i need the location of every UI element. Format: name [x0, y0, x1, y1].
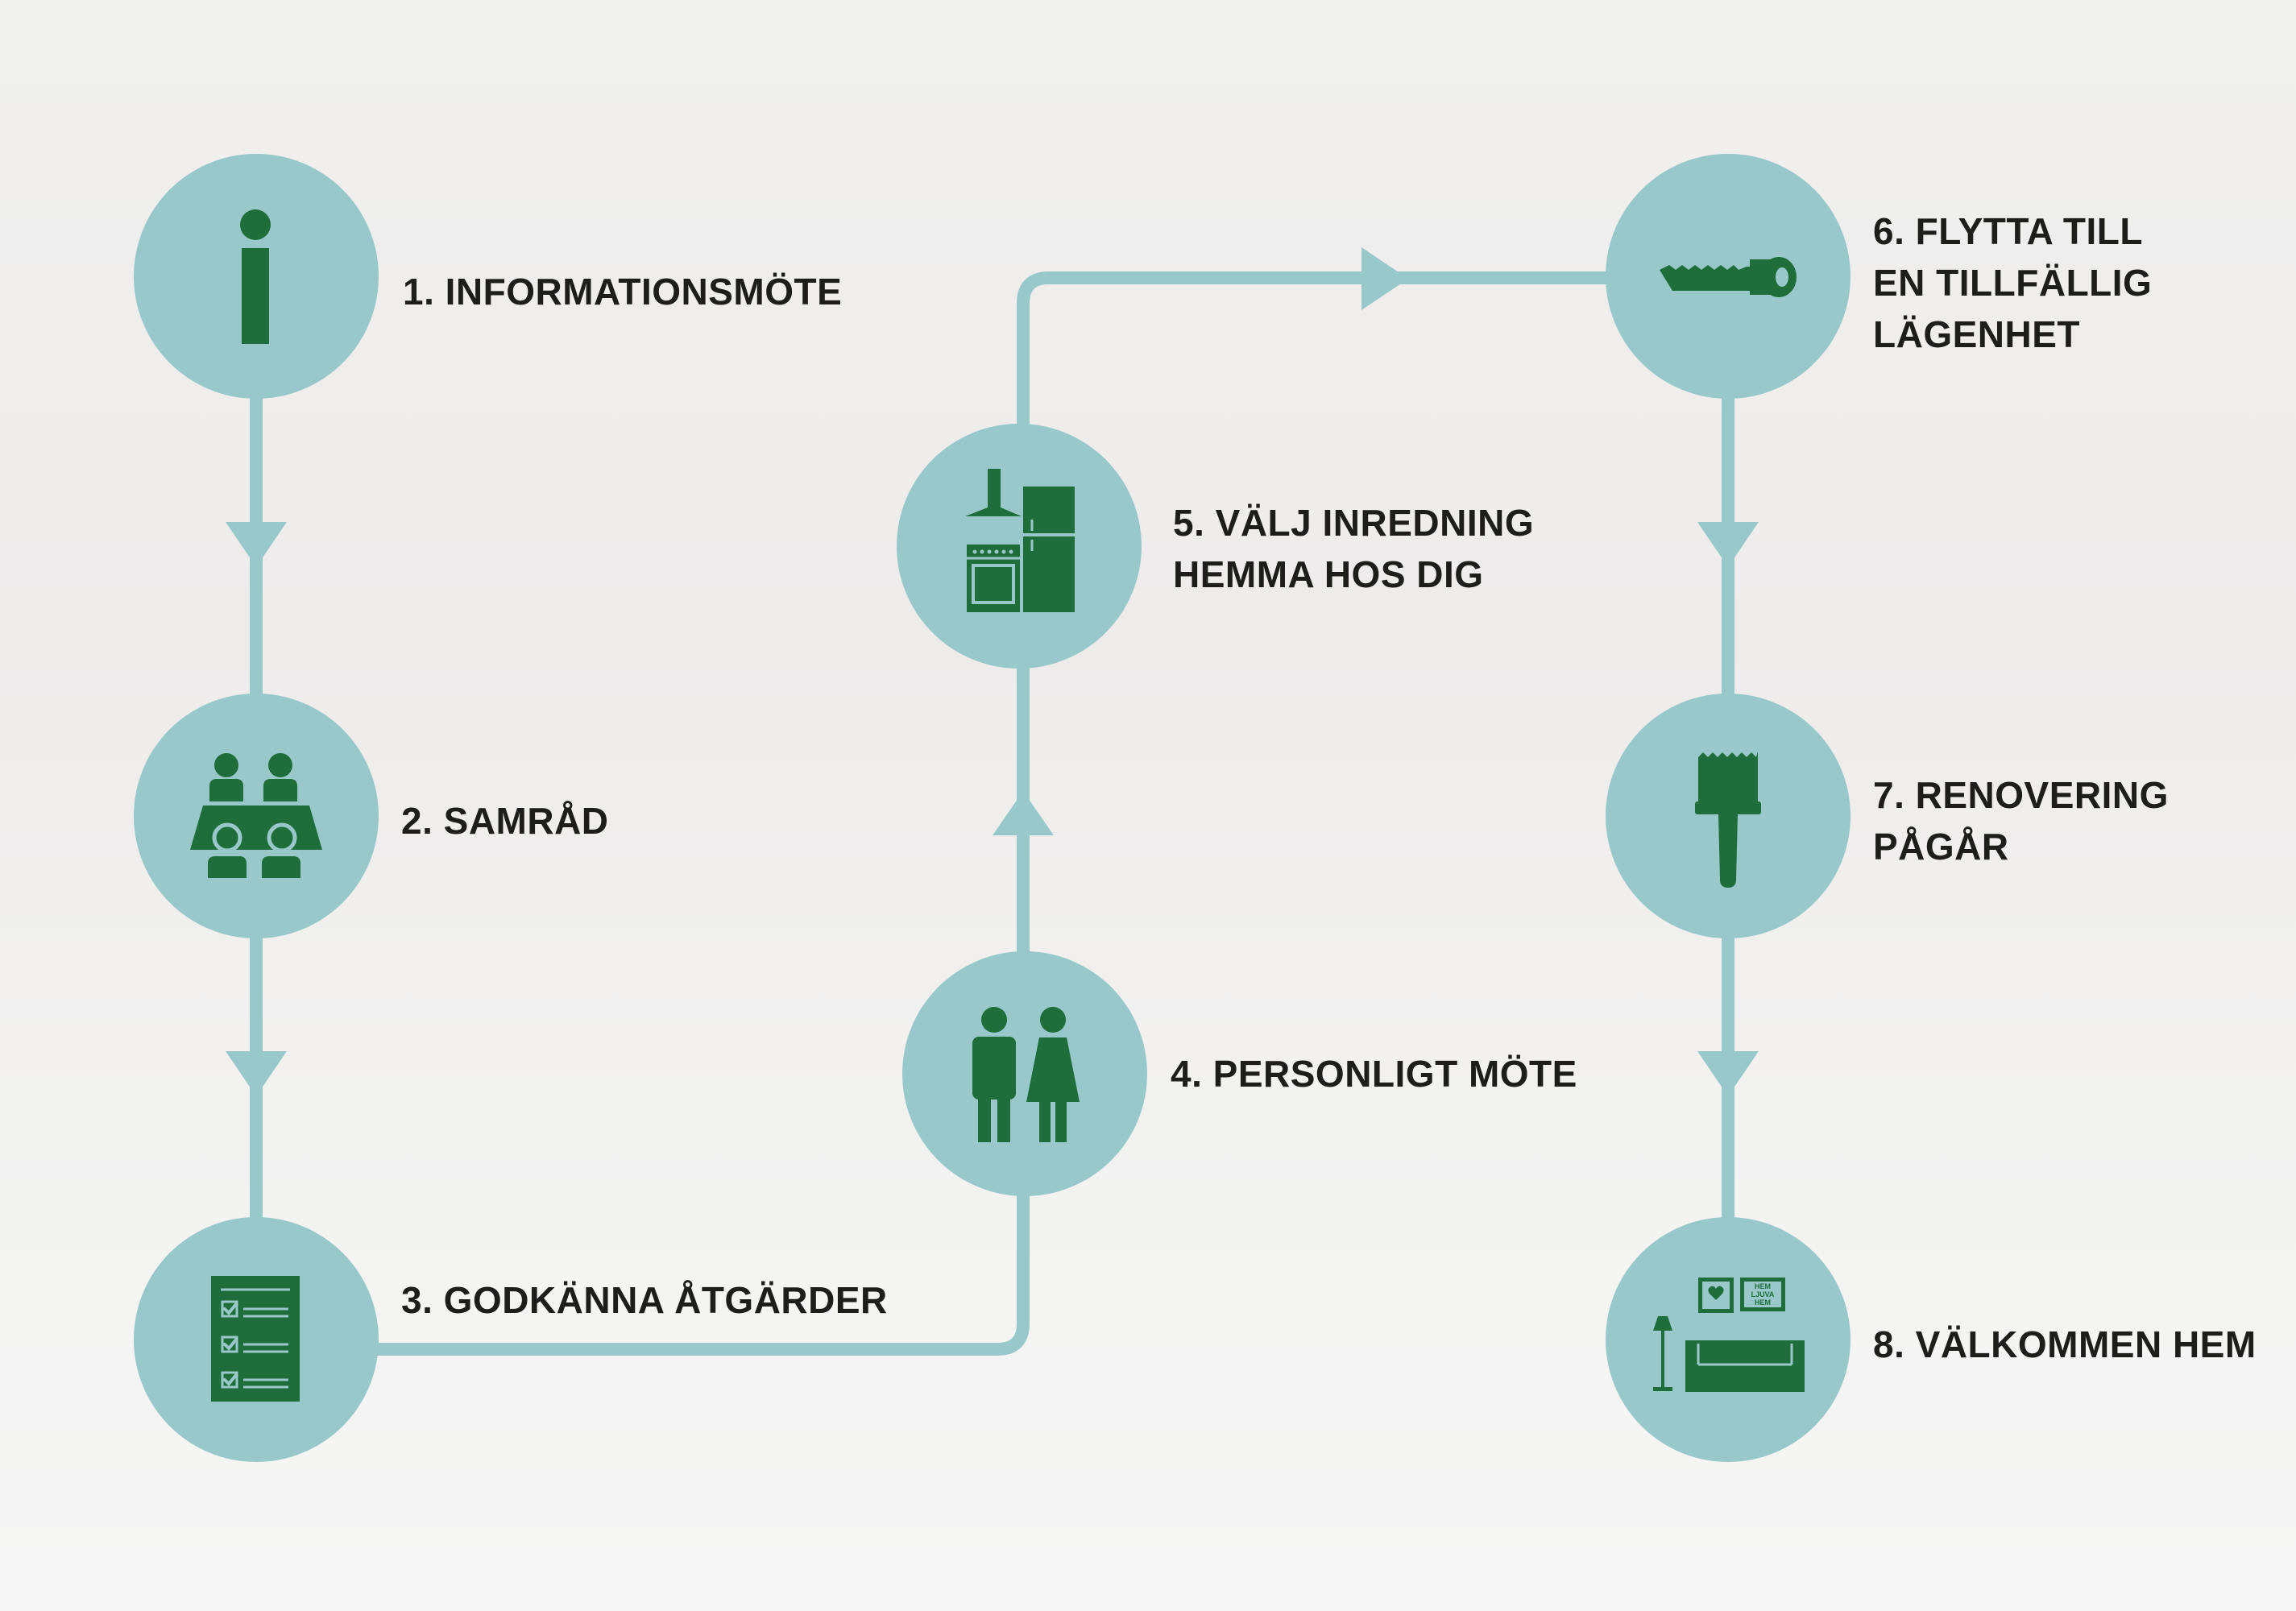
step-6-label: 6. FLYTTA TILL EN TILLFÄLLIG LÄGENHET [1873, 205, 2152, 360]
step-circles [134, 154, 1850, 1462]
step-2-label-line-1: 2. SAMRÅD [401, 800, 609, 842]
step-8-circle [1606, 1217, 1850, 1462]
step-7-label-line-1: 7. RENOVERING [1873, 774, 2169, 816]
step-5-label: 5. VÄLJ INREDNING HEMMA HOS DIG [1173, 497, 1534, 600]
arrow-right-5 [1361, 247, 1408, 310]
step-7-label-line-2: PÅGÅR [1873, 826, 2009, 868]
frame-text-2: LJUVA [1751, 1290, 1775, 1298]
step-5-label-line-2: HEMMA HOS DIG [1173, 553, 1484, 595]
step-2-label: 2. SAMRÅD [401, 795, 609, 847]
couple-icon [972, 1007, 1080, 1142]
living-room-icon: HEM LJUVA HEM [1653, 1278, 1805, 1392]
paintbrush-icon [1695, 752, 1761, 888]
arrow-down-2 [226, 1051, 287, 1096]
step-7-label: 7. RENOVERING PÅGÅR [1873, 769, 2169, 872]
arrow-down-6 [1697, 522, 1759, 567]
info-icon [240, 209, 271, 344]
step-5-label-line-1: 5. VÄLJ INREDNING [1173, 502, 1535, 544]
step-6-label-line-3: LÄGENHET [1873, 313, 2080, 355]
step-8-label: 8. VÄLKOMMEN HEM [1873, 1319, 2257, 1370]
step-3-label: 3. GODKÄNNA ÅTGÄRDER [401, 1274, 888, 1326]
step-4-label-line-1: 4. PERSONLIGT MÖTE [1171, 1053, 1577, 1095]
arrow-down-7 [1697, 1051, 1759, 1096]
step-3-label-line-1: 3. GODKÄNNA ÅTGÄRDER [401, 1279, 888, 1321]
step-6-label-line-2: EN TILLFÄLLIG [1873, 262, 2153, 304]
arrows [226, 247, 1759, 1096]
step-1-label-line-1: 1. INFORMATIONSMÖTE [403, 271, 843, 313]
frame-text-1: HEM [1755, 1282, 1771, 1290]
connector-5-6 [1017, 271, 1726, 546]
meeting-icon [190, 753, 322, 878]
arrow-down-1 [226, 522, 287, 567]
connector-3-4 [256, 1074, 1030, 1356]
step-6-label-line-1: 6. FLYTTA TILL [1873, 210, 2143, 252]
step-1-label: 1. INFORMATIONSMÖTE [403, 266, 842, 317]
arrow-up-4 [993, 791, 1054, 835]
step-4-circle [902, 951, 1147, 1196]
step-4-label: 4. PERSONLIGT MÖTE [1171, 1048, 1577, 1100]
key-icon [1660, 257, 1797, 297]
frame-text-3: HEM [1755, 1298, 1771, 1307]
kitchen-icon [965, 469, 1075, 612]
step-8-label-line-1: 8. VÄLKOMMEN HEM [1873, 1323, 2257, 1365]
checklist-icon [211, 1276, 300, 1402]
